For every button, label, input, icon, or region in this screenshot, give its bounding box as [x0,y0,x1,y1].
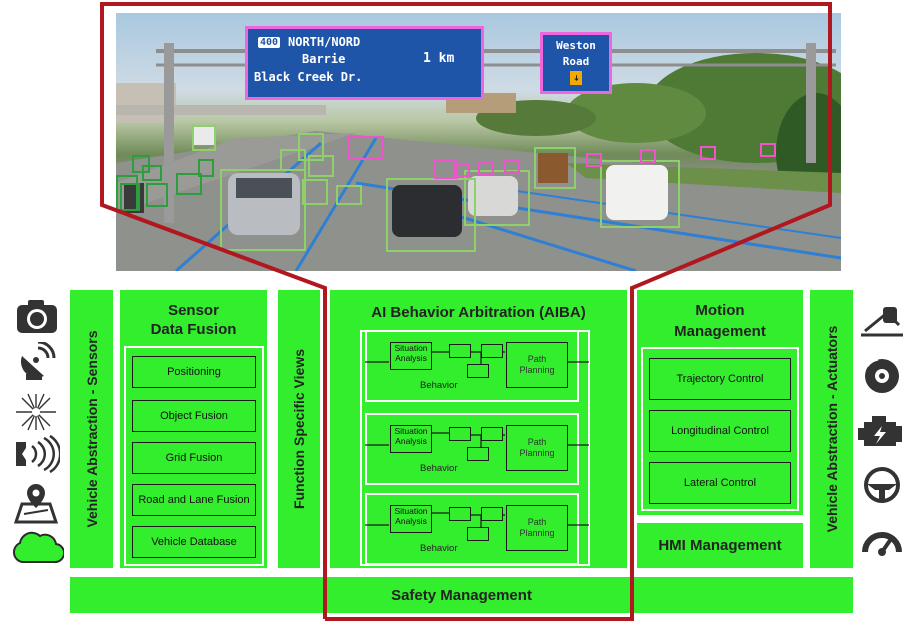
sensor-data-fusion-panel: Sensor Data Fusion Positioning Object Fu… [120,290,267,568]
brake-disc-icon [865,357,899,393]
detection-box [220,169,306,251]
path-line1: Path [527,354,547,364]
sign-line2: Barrie [302,52,346,66]
sign-detection-box [700,146,716,160]
sign-detection-box [478,161,494,175]
detection-box [192,125,216,151]
path-line2: Planning [519,528,555,538]
sign-detection-box [640,149,656,163]
situation-analysis-block: Situation Analysis [390,505,432,533]
vehicle-abstraction-actuators-panel: Vehicle Abstraction - Actuators [810,290,853,568]
sign2-arrow: ➔ [570,71,583,85]
situation-line1: Situation [394,426,428,436]
hmi-management-panel: HMI Management [637,523,803,568]
sign2-line1: Weston [556,39,596,52]
hmi-management-label: HMI Management [658,537,782,554]
behavior-node [467,527,489,541]
engine-icon [858,416,902,446]
sign2-line2: Road [562,55,590,68]
sign-detection-box [454,163,470,177]
behavior-node [481,427,503,441]
safety-management-label: Safety Management [391,586,532,604]
detection-box [336,185,362,205]
situation-line2: Analysis [395,516,427,526]
vehicle-abstraction-sensors-panel: Vehicle Abstraction - Sensors [70,290,113,568]
motion-title-line1: Motion [695,302,745,319]
behavior-node [467,364,489,378]
aiba-title: AI Behavior Arbitration (AIBA) [371,304,586,321]
camera-scene: 400 NORTH/NORD Barrie Black Creek Dr. 1 … [116,13,841,271]
sign-detection-box [348,136,384,160]
weston-road-sign: Weston Road ➔ [540,32,612,94]
detection-box [280,149,306,171]
sign-distance: 1 km [423,51,455,66]
function-specific-views-panel: Function Specific Views [278,290,320,568]
behavior-node [481,344,503,358]
behavior-label: Behavior [420,463,458,474]
sign-detection-box [586,153,602,167]
steering-wheel-icon [864,467,900,503]
speedometer-icon [862,532,902,556]
path-planning-block: Path Planning [506,342,568,388]
situation-analysis-block: Situation Analysis [390,425,432,453]
vehicle-abstraction-actuators-label: Vehicle Abstraction - Actuators [823,325,840,533]
path-planning-block: Path Planning [506,505,568,551]
detection-box [142,165,162,181]
grid-fusion-block: Grid Fusion [132,442,256,474]
path-line1: Path [527,437,547,447]
sign-line1: NORTH/NORD [288,35,361,49]
behavior-node [449,344,471,358]
motion-management-panel: Motion Management Trajectory Control Lon… [637,290,803,515]
detection-box [386,178,476,252]
situation-line1: Situation [394,506,428,516]
lateral-control-block: Lateral Control [649,462,791,504]
behavior-node [449,507,471,521]
longitudinal-control-block: Longitudinal Control [649,410,791,452]
path-planning-block: Path Planning [506,425,568,471]
motion-title-line2: Management [674,323,766,340]
safety-management-panel: Safety Management [70,577,853,613]
situation-line1: Situation [394,343,428,353]
path-line2: Planning [519,448,555,458]
object-fusion-block: Object Fusion [132,400,256,432]
highway-shield: 400 [258,37,281,48]
situation-analysis-block: Situation Analysis [390,342,432,370]
behavior-label: Behavior [420,543,458,554]
situation-line2: Analysis [395,353,427,363]
function-specific-views-label: Function Specific Views [291,348,307,510]
highway-sign: 400 NORTH/NORD Barrie Black Creek Dr. 1 … [245,26,484,100]
vehicle-abstraction-sensors-label: Vehicle Abstraction - Sensors [83,330,100,528]
detection-box [146,183,168,207]
cloud-icon [12,531,64,564]
detection-box [198,159,214,177]
positioning-block: Positioning [132,356,256,388]
behavior-node [481,507,503,521]
sign-line3: Black Creek Dr. [254,70,363,84]
behavior-label: Behavior [420,380,458,391]
trajectory-control-block: Trajectory Control [649,358,791,400]
camera-icon [17,300,57,333]
ultrasonic-icon [16,434,60,474]
pedal-icon [861,307,903,337]
sign-detection-box [504,159,520,173]
sign-detection-box [760,143,776,157]
road-lane-fusion-block: Road and Lane Fusion [132,484,256,516]
detection-box [308,155,334,177]
path-line2: Planning [519,365,555,375]
behavior-node [467,447,489,461]
map-location-icon [14,484,58,524]
vehicle-database-block: Vehicle Database [132,526,256,558]
situation-line2: Analysis [395,436,427,446]
detection-box [600,160,680,228]
behavior-node [449,427,471,441]
detection-box [302,179,328,205]
radar-dish-icon [20,342,56,380]
sensor-fusion-title-line2: Data Fusion [150,321,237,338]
detection-box [534,147,576,189]
detection-box [120,183,140,211]
path-line1: Path [527,517,547,527]
lidar-burst-icon [16,393,56,431]
detection-box [464,170,530,226]
sensor-fusion-title-line1: Sensor [168,302,219,319]
